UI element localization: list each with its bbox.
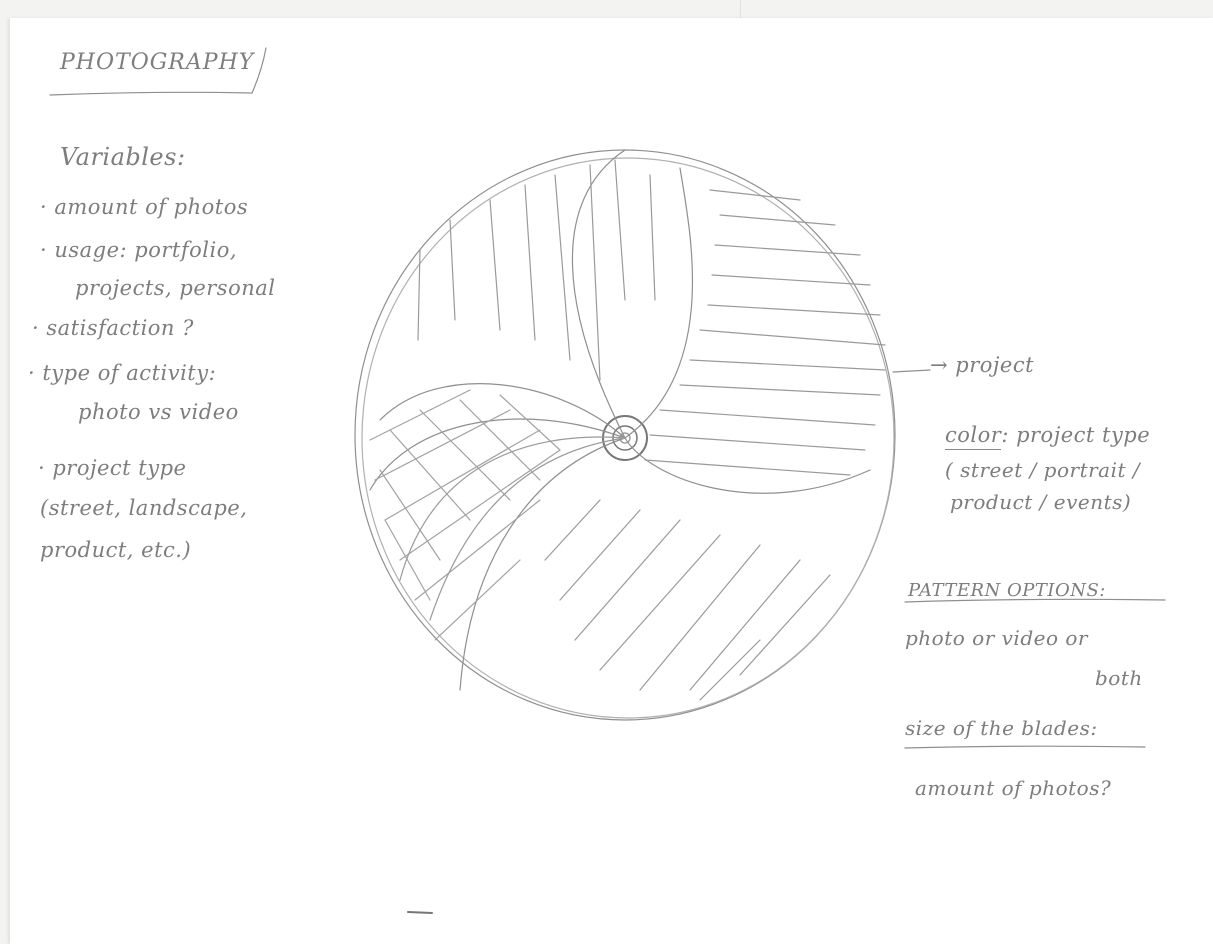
blade-edge <box>625 438 870 493</box>
blade-hatch <box>545 500 830 700</box>
project-arrow-line <box>893 370 930 372</box>
blade-edge <box>460 438 625 690</box>
blade-edge <box>625 168 692 438</box>
blade-edge <box>380 384 625 438</box>
title-underline <box>50 48 266 95</box>
blade-crosshatch <box>370 390 560 640</box>
blade-hatch <box>418 160 655 380</box>
pattern-heading-underline <box>905 599 1165 602</box>
blade-hatch <box>645 190 885 475</box>
stray-mark <box>408 912 432 913</box>
size-heading-underline <box>905 746 1145 748</box>
